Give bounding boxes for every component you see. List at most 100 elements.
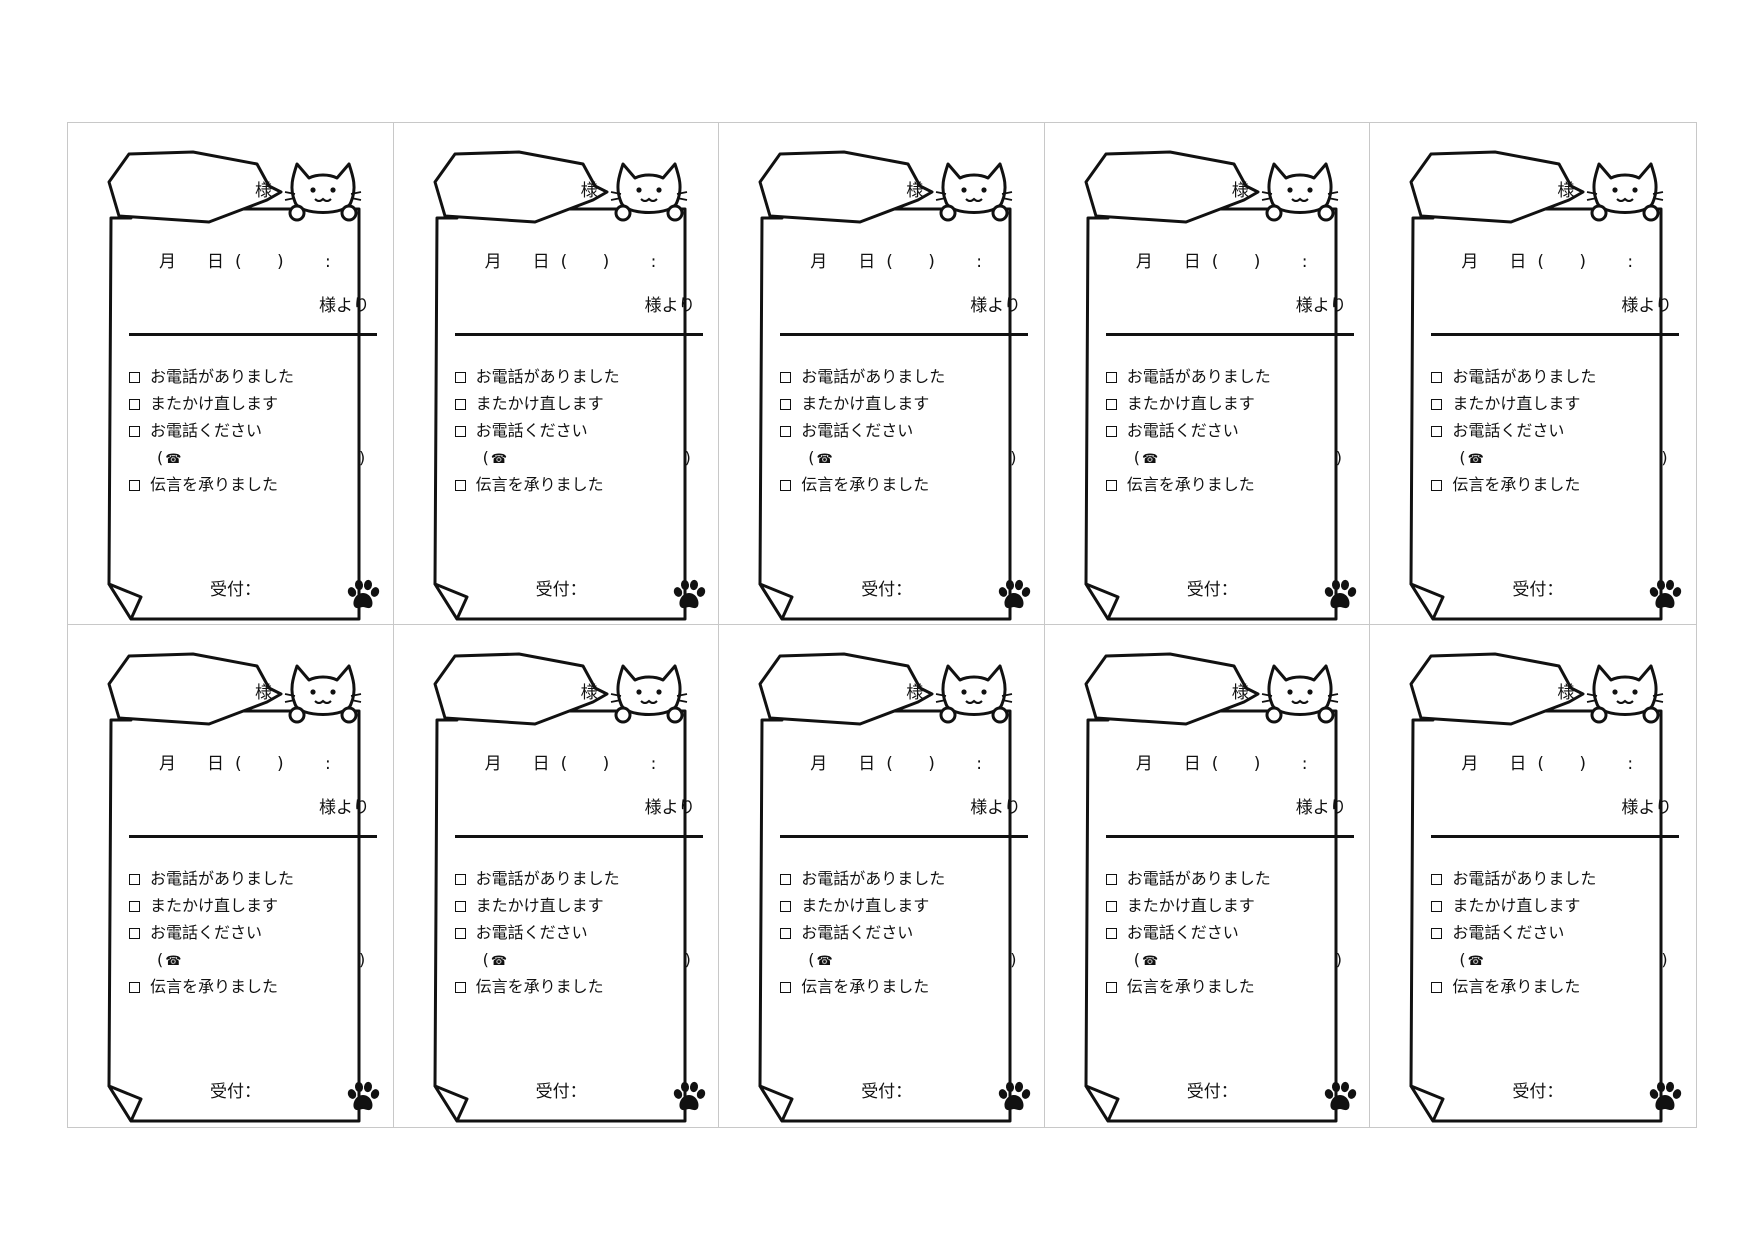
- option-called[interactable]: お電話がありました: [129, 870, 294, 888]
- checkbox[interactable]: [454, 372, 466, 383]
- checkbox[interactable]: [780, 901, 792, 912]
- speech-bubble-icon: [433, 150, 609, 224]
- option-message-taken[interactable]: 伝言を承りました: [454, 978, 604, 996]
- option-called[interactable]: お電話がありました: [1431, 368, 1596, 386]
- option-message-taken[interactable]: 伝言を承りました: [780, 978, 929, 996]
- checkbox[interactable]: [454, 426, 466, 437]
- option-will-call-back[interactable]: またかけ直します: [454, 897, 604, 915]
- option-called[interactable]: お電話がありました: [454, 870, 620, 888]
- option-will-call-back[interactable]: またかけ直します: [129, 395, 278, 413]
- option-please-call[interactable]: お電話ください: [129, 924, 262, 942]
- option-message-taken[interactable]: 伝言を承りました: [1431, 978, 1580, 996]
- checkbox[interactable]: [1105, 426, 1117, 437]
- checkbox[interactable]: [780, 480, 792, 491]
- checkbox[interactable]: [780, 928, 792, 939]
- option-will-call-back[interactable]: またかけ直します: [129, 897, 278, 915]
- checkbox[interactable]: [1105, 874, 1117, 885]
- option-message-taken[interactable]: 伝言を承りました: [129, 476, 278, 494]
- option-message-taken[interactable]: 伝言を承りました: [1431, 476, 1580, 494]
- phone-paren-close: ): [684, 448, 691, 467]
- phone-memo-card: 様 月 日 ( ) : 様より お電話がありました またかけ直します お電話くだ…: [1391, 136, 1717, 639]
- option-please-call[interactable]: お電話ください: [454, 924, 588, 942]
- option-please-call[interactable]: お電話ください: [1431, 924, 1564, 942]
- speech-bubble-icon: [433, 652, 609, 726]
- speech-bubble-icon: [107, 652, 283, 726]
- cat-icon: [1261, 162, 1338, 222]
- caller-suffix: 様より: [970, 296, 1021, 316]
- checkbox[interactable]: [129, 399, 140, 410]
- phone-paren-open: (: [1459, 448, 1466, 467]
- option-called[interactable]: お電話がありました: [1431, 870, 1596, 888]
- option-message-taken[interactable]: 伝言を承りました: [1105, 476, 1255, 494]
- option-called[interactable]: お電話がありました: [780, 368, 945, 386]
- option-message-taken[interactable]: 伝言を承りました: [1105, 978, 1255, 996]
- checkbox[interactable]: [129, 874, 140, 885]
- option-will-call-back[interactable]: またかけ直します: [780, 897, 929, 915]
- checkbox[interactable]: [129, 982, 140, 993]
- checkbox[interactable]: [1431, 399, 1443, 410]
- memo-frame: [433, 652, 687, 1123]
- telephone-icon: ☎: [490, 954, 508, 969]
- checkbox[interactable]: [1431, 928, 1443, 939]
- option-will-call-back[interactable]: またかけ直します: [780, 395, 929, 413]
- month-label: 月: [484, 754, 502, 774]
- checkbox[interactable]: [1105, 982, 1117, 993]
- option-please-call[interactable]: お電話ください: [454, 422, 588, 440]
- weekday-paren-close: ): [602, 252, 610, 272]
- checkbox[interactable]: [780, 399, 792, 410]
- checkbox[interactable]: [454, 874, 466, 885]
- checkbox[interactable]: [780, 982, 792, 993]
- checkbox[interactable]: [129, 480, 140, 491]
- option-will-call-back[interactable]: またかけ直します: [1105, 395, 1255, 413]
- checkbox[interactable]: [129, 372, 140, 383]
- phone-paren-close: ): [1661, 950, 1668, 969]
- checkbox[interactable]: [1105, 480, 1117, 491]
- checkbox[interactable]: [1431, 372, 1443, 383]
- option-please-call[interactable]: お電話ください: [1105, 924, 1239, 942]
- option-will-call-back[interactable]: またかけ直します: [1431, 897, 1580, 915]
- checkbox[interactable]: [454, 399, 466, 410]
- option-will-call-back[interactable]: またかけ直します: [1431, 395, 1580, 413]
- option-called[interactable]: お電話がありました: [780, 870, 945, 888]
- checkbox[interactable]: [454, 982, 466, 993]
- received-by-label: 受付：: [861, 580, 913, 600]
- memo-cell: 様 月 日 ( ) : 様より お電話がありました またかけ直します お電話くだ…: [68, 625, 394, 1127]
- option-please-call[interactable]: お電話ください: [1105, 422, 1239, 440]
- checkbox[interactable]: [1105, 928, 1117, 939]
- checkbox[interactable]: [129, 928, 140, 939]
- option-message-taken[interactable]: 伝言を承りました: [780, 476, 929, 494]
- option-called[interactable]: お電話がありました: [1105, 368, 1271, 386]
- checkbox[interactable]: [454, 480, 466, 491]
- checkbox[interactable]: [780, 372, 792, 383]
- option-will-call-back[interactable]: またかけ直します: [454, 395, 604, 413]
- option-message-taken[interactable]: 伝言を承りました: [129, 978, 278, 996]
- option-called[interactable]: お電話がありました: [454, 368, 620, 386]
- checkbox[interactable]: [1105, 372, 1117, 383]
- phone-memo-card: 様 月 日 ( ) : 様より お電話がありました またかけ直します お電話くだ…: [1066, 638, 1392, 1141]
- checkbox[interactable]: [1105, 399, 1117, 410]
- checkbox[interactable]: [454, 928, 466, 939]
- option-called[interactable]: お電話がありました: [1105, 870, 1271, 888]
- checkbox[interactable]: [129, 426, 140, 437]
- weekday-paren-open: (: [886, 252, 893, 272]
- month-label: 月: [810, 754, 828, 774]
- checkbox[interactable]: [1105, 901, 1117, 912]
- checkbox[interactable]: [780, 874, 792, 885]
- checkbox[interactable]: [1431, 480, 1443, 491]
- option-please-call[interactable]: お電話ください: [129, 422, 262, 440]
- option-label: 伝言を承りました: [801, 475, 930, 494]
- checkbox[interactable]: [1431, 901, 1443, 912]
- option-please-call[interactable]: お電話ください: [1431, 422, 1564, 440]
- option-message-taken[interactable]: 伝言を承りました: [454, 476, 604, 494]
- cat-icon: [610, 162, 687, 222]
- option-will-call-back[interactable]: またかけ直します: [1105, 897, 1255, 915]
- option-please-call[interactable]: お電話ください: [780, 924, 913, 942]
- option-please-call[interactable]: お電話ください: [780, 422, 913, 440]
- checkbox[interactable]: [129, 901, 140, 912]
- checkbox[interactable]: [780, 426, 792, 437]
- checkbox[interactable]: [1431, 426, 1443, 437]
- checkbox[interactable]: [454, 901, 466, 912]
- option-called[interactable]: お電話がありました: [129, 368, 294, 386]
- checkbox[interactable]: [1431, 982, 1443, 993]
- checkbox[interactable]: [1431, 874, 1443, 885]
